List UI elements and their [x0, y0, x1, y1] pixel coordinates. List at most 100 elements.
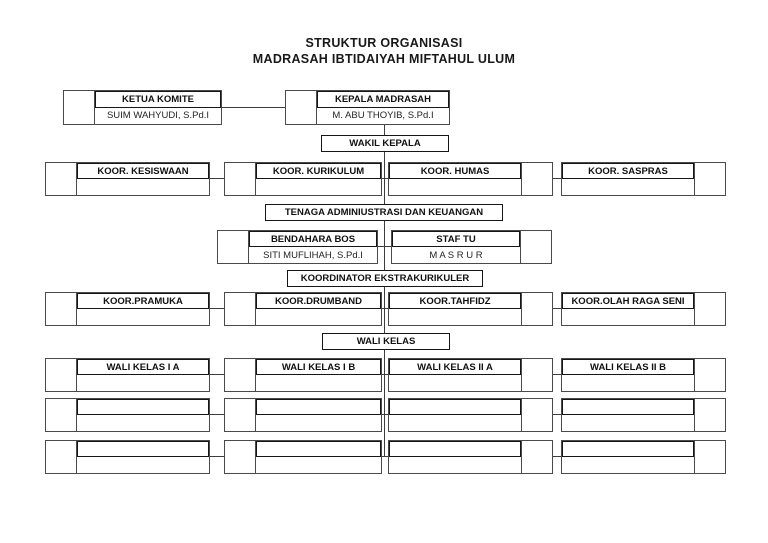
unit-koor-tahfidz: KOOR.TAHFIDZ: [388, 292, 553, 326]
unit-name: [389, 415, 521, 431]
unit-title: [256, 441, 381, 457]
unit-name: [256, 457, 381, 473]
unit-name: [77, 375, 209, 391]
connector-line: [553, 456, 562, 457]
unit-bendahara-bos: BENDAHARA BOS SITI MUFLIHAH, S.Pd.I: [217, 230, 378, 264]
unit-title: KETUA KOMITE: [95, 91, 221, 108]
empty-side-cell: [694, 359, 725, 391]
connector-line: [210, 178, 224, 179]
unit-title: [389, 441, 521, 457]
unit-name: SITI MUFLIHAH, S.Pd.I: [263, 249, 363, 261]
empty-side-cell: [521, 293, 552, 325]
unit-empty: [388, 398, 553, 432]
unit-title: [562, 399, 694, 415]
unit-empty: [45, 398, 210, 432]
empty-side-cell: [694, 441, 725, 473]
unit-empty: [224, 398, 382, 432]
empty-side-cell: [225, 441, 256, 473]
empty-side-cell: [521, 163, 552, 195]
unit-name: [77, 457, 209, 473]
unit-title: WALI KELAS II B: [562, 359, 694, 375]
unit-title: [562, 441, 694, 457]
unit-ketua-komite: KETUA KOMITE SUIM WAHYUDI, S.Pd.I: [63, 90, 222, 125]
unit-wali-kelas-2b: WALI KELAS II B: [561, 358, 726, 392]
unit-name: [562, 309, 694, 325]
unit-koor-kesiswaan: KOOR. KESISWAAN: [45, 162, 210, 196]
unit-wali-kelas-header: WALI KELAS: [322, 333, 450, 350]
unit-koor-saspras: KOOR. SASPRAS: [561, 162, 726, 196]
unit-title: KEPALA MADRASAH: [317, 91, 449, 108]
unit-title: STAF TU: [392, 231, 520, 247]
unit-title: BENDAHARA BOS: [249, 231, 377, 247]
connector-line: [381, 456, 389, 457]
connector-line: [210, 456, 224, 457]
empty-side-cell: [521, 399, 552, 431]
empty-side-cell: [218, 231, 249, 263]
unit-name: [389, 375, 521, 391]
empty-side-cell: [225, 399, 256, 431]
unit-title: WALI KELAS II A: [389, 359, 521, 375]
empty-side-cell: [521, 441, 552, 473]
empty-side-cell: [225, 293, 256, 325]
unit-empty: [561, 440, 726, 474]
connector-line: [553, 308, 562, 309]
unit-koor-pramuka: KOOR.PRAMUKA: [45, 292, 210, 326]
unit-kepala-madrasah: KEPALA MADRASAH M. ABU THOYIB, S.Pd.I: [285, 90, 450, 125]
unit-name: [562, 457, 694, 473]
unit-wali-kelas-2a: WALI KELAS II A: [388, 358, 553, 392]
page-title-line2: MADRASAH IBTIDAIYAH MIFTAHUL ULUM: [252, 52, 516, 66]
unit-empty: [561, 398, 726, 432]
unit-title: WALI KELAS I A: [77, 359, 209, 375]
unit-name: [256, 375, 381, 391]
connector-line: [381, 374, 389, 375]
unit-staf-tu: STAF TU M A S R U R: [391, 230, 552, 264]
unit-koor-humas: KOOR. HUMAS: [388, 162, 553, 196]
unit-empty: [388, 440, 553, 474]
unit-name: [389, 309, 521, 325]
unit-title: [77, 441, 209, 457]
unit-name: M A S R U R: [429, 249, 483, 261]
unit-title: KOOR.PRAMUKA: [77, 293, 209, 309]
connector-line: [210, 414, 224, 415]
unit-title: KOOR. KESISWAAN: [77, 163, 209, 179]
connector-line: [210, 374, 224, 375]
unit-name: [562, 375, 694, 391]
unit-name: [256, 415, 381, 431]
page-title-line1: STRUKTUR ORGANISASI: [305, 36, 463, 50]
empty-side-cell: [520, 231, 551, 263]
connector-line: [384, 125, 385, 457]
unit-name: [77, 179, 209, 195]
unit-title: [389, 399, 521, 415]
unit-name: [77, 415, 209, 431]
unit-empty: [224, 440, 382, 474]
unit-name: [389, 179, 521, 195]
unit-name: [77, 309, 209, 325]
connector-line: [553, 414, 562, 415]
connector-line: [378, 246, 392, 247]
unit-koor-kurikulum: KOOR. KURIKULUM: [224, 162, 382, 196]
page-title: STRUKTUR ORGANISASI MADRASAH IBTIDAIYAH …: [0, 35, 768, 67]
empty-side-cell: [225, 359, 256, 391]
unit-name: [562, 179, 694, 195]
empty-side-cell: [46, 441, 77, 473]
connector-line: [210, 308, 224, 309]
unit-wakil-kepala: WAKIL KEPALA: [321, 135, 449, 152]
unit-title: [77, 399, 209, 415]
unit-name: M. ABU THOYIB, S.Pd.I: [332, 110, 434, 122]
unit-wali-kelas-1b: WALI KELAS I B: [224, 358, 382, 392]
unit-empty: [45, 440, 210, 474]
unit-koor-olahraga-seni: KOOR.OLAH RAGA SENI: [561, 292, 726, 326]
empty-side-cell: [694, 399, 725, 431]
unit-koordinator-ekstrakurikuler: KOORDINATOR EKSTRAKURIKULER: [287, 270, 483, 287]
unit-title: KOOR. SASPRAS: [562, 163, 694, 179]
unit-title: KOOR.OLAH RAGA SENI: [562, 293, 694, 309]
connector-line: [553, 374, 562, 375]
empty-side-cell: [46, 359, 77, 391]
empty-side-cell: [46, 399, 77, 431]
empty-side-cell: [286, 91, 317, 124]
unit-name: SUIM WAHYUDI, S.Pd.I: [106, 110, 210, 122]
unit-title: KOOR. HUMAS: [389, 163, 521, 179]
unit-tenaga-admin: TENAGA ADMINIUSTRASI DAN KEUANGAN: [265, 204, 503, 221]
empty-side-cell: [46, 293, 77, 325]
